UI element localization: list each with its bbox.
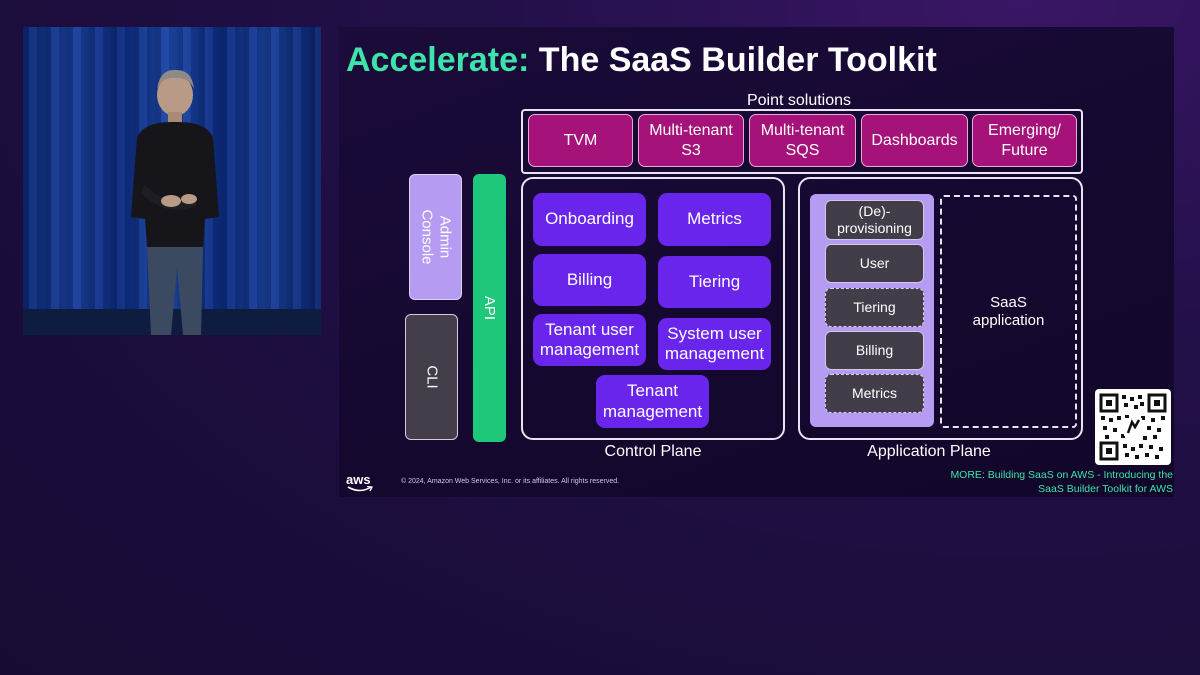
presenter-figure (131, 69, 219, 335)
ap-metrics: Metrics (825, 374, 924, 413)
control-plane-frame (521, 177, 785, 440)
cp-tiering: Tiering (658, 256, 771, 308)
ap-tiering: Tiering (825, 288, 924, 327)
admin-console-label: Admin Console (418, 209, 454, 265)
cli-label: CLI (423, 365, 441, 389)
saas-application-box: SaaS application (940, 195, 1077, 428)
title-text: The SaaS Builder Toolkit (538, 41, 937, 79)
ap-deprovisioning: (De)- provisioning (825, 200, 924, 240)
cp-tenant-management: Tenant management (596, 375, 709, 428)
point-solution-dashboards: Dashboards (861, 114, 968, 167)
cli-block: CLI (405, 314, 458, 440)
point-solution-emerging: Emerging/ Future (972, 114, 1077, 167)
point-solution-multitenant-sqs: Multi-tenant SQS (749, 114, 856, 167)
more-info-link[interactable]: MORE: Building SaaS on AWS - Introducing… (950, 469, 1173, 495)
cp-tenant-user-management: Tenant user management (533, 314, 646, 366)
slide-title: Accelerate: The SaaS Builder Toolkit (346, 41, 937, 80)
cp-billing: Billing (533, 254, 646, 306)
presentation-slide: Accelerate: The SaaS Builder Toolkit Poi… (339, 27, 1174, 497)
application-plane-frame (798, 177, 1083, 440)
point-solutions-label: Point solutions (746, 92, 852, 109)
admin-console-block: Admin Console (409, 174, 462, 300)
api-label: API (481, 295, 499, 321)
ap-user: User (825, 244, 924, 283)
cp-system-user-management: System user management (658, 318, 771, 370)
aws-logo: aws (346, 472, 373, 492)
ap-billing: Billing (825, 331, 924, 370)
copyright-notice: © 2024, Amazon Web Services, Inc. or its… (401, 478, 620, 485)
api-bar: API (473, 174, 506, 442)
title-accent: Accelerate: (346, 41, 530, 79)
qr-code-icon[interactable] (1095, 389, 1171, 465)
aws-logo-text: aws (346, 472, 371, 487)
application-plane-label: Application Plane (867, 443, 991, 460)
aws-smile-icon (347, 486, 373, 492)
point-solution-multitenant-s3: Multi-tenant S3 (638, 114, 744, 167)
point-solution-tvm: TVM (528, 114, 633, 167)
control-plane-label: Control Plane (604, 443, 702, 460)
point-solutions-frame (521, 109, 1083, 174)
cp-onboarding: Onboarding (533, 193, 646, 246)
speaker-video (23, 27, 321, 335)
cp-metrics: Metrics (658, 193, 771, 246)
